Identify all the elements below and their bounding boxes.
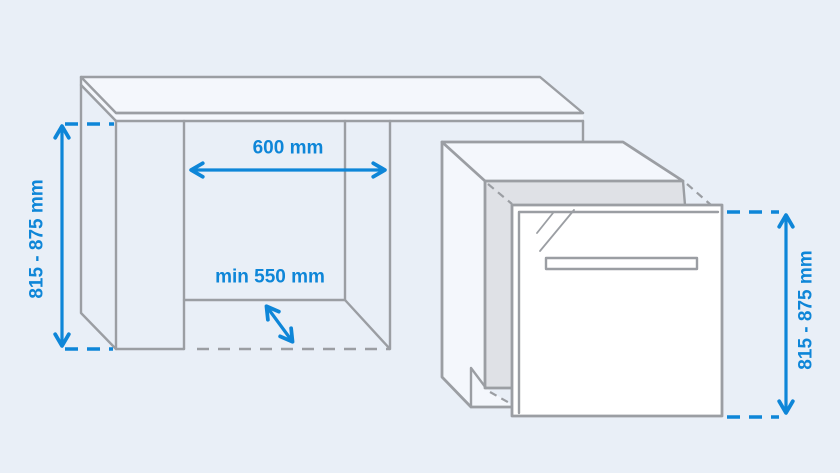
niche-height-label: 815 - 875 mm	[27, 179, 48, 298]
door-shine-icon	[536, 209, 575, 252]
counter-left-panel	[79, 75, 118, 351]
dishwasher-door	[510, 203, 724, 418]
door-handle-icon	[544, 256, 699, 271]
hidden-edge-top-left	[487, 183, 513, 205]
dishwasher-left-face	[442, 142, 485, 407]
door-edge-line	[517, 210, 720, 415]
countertop-end-face	[81, 77, 116, 121]
niche-width-label: 600 mm	[253, 138, 324, 159]
dishwasher	[440, 140, 724, 418]
dishwasher-height-dimension: 815 - 875 mm	[727, 210, 817, 419]
counter-niche	[182, 119, 392, 351]
niche-depth-dimension: min 550 mm	[215, 267, 325, 344]
niche-depth-label: min 550 mm	[215, 267, 325, 288]
countertop-top-face	[81, 77, 583, 113]
hidden-edge-bottom-left	[489, 391, 514, 406]
dishwasher-front-shade	[485, 181, 685, 388]
niche-width-dimension: 600 mm	[189, 138, 387, 179]
niche-height-dimension: 815 - 875 mm	[27, 122, 114, 351]
dishwasher-height-label: 815 - 875 mm	[796, 250, 817, 369]
hidden-edge-top-right	[686, 183, 712, 206]
dishwasher-top-face	[442, 142, 683, 181]
depth-dimension-arrow	[264, 304, 295, 344]
kitchen-counter	[79, 75, 585, 351]
dishwasher-plinth-face	[471, 368, 515, 407]
countertop-front-face	[116, 113, 583, 121]
